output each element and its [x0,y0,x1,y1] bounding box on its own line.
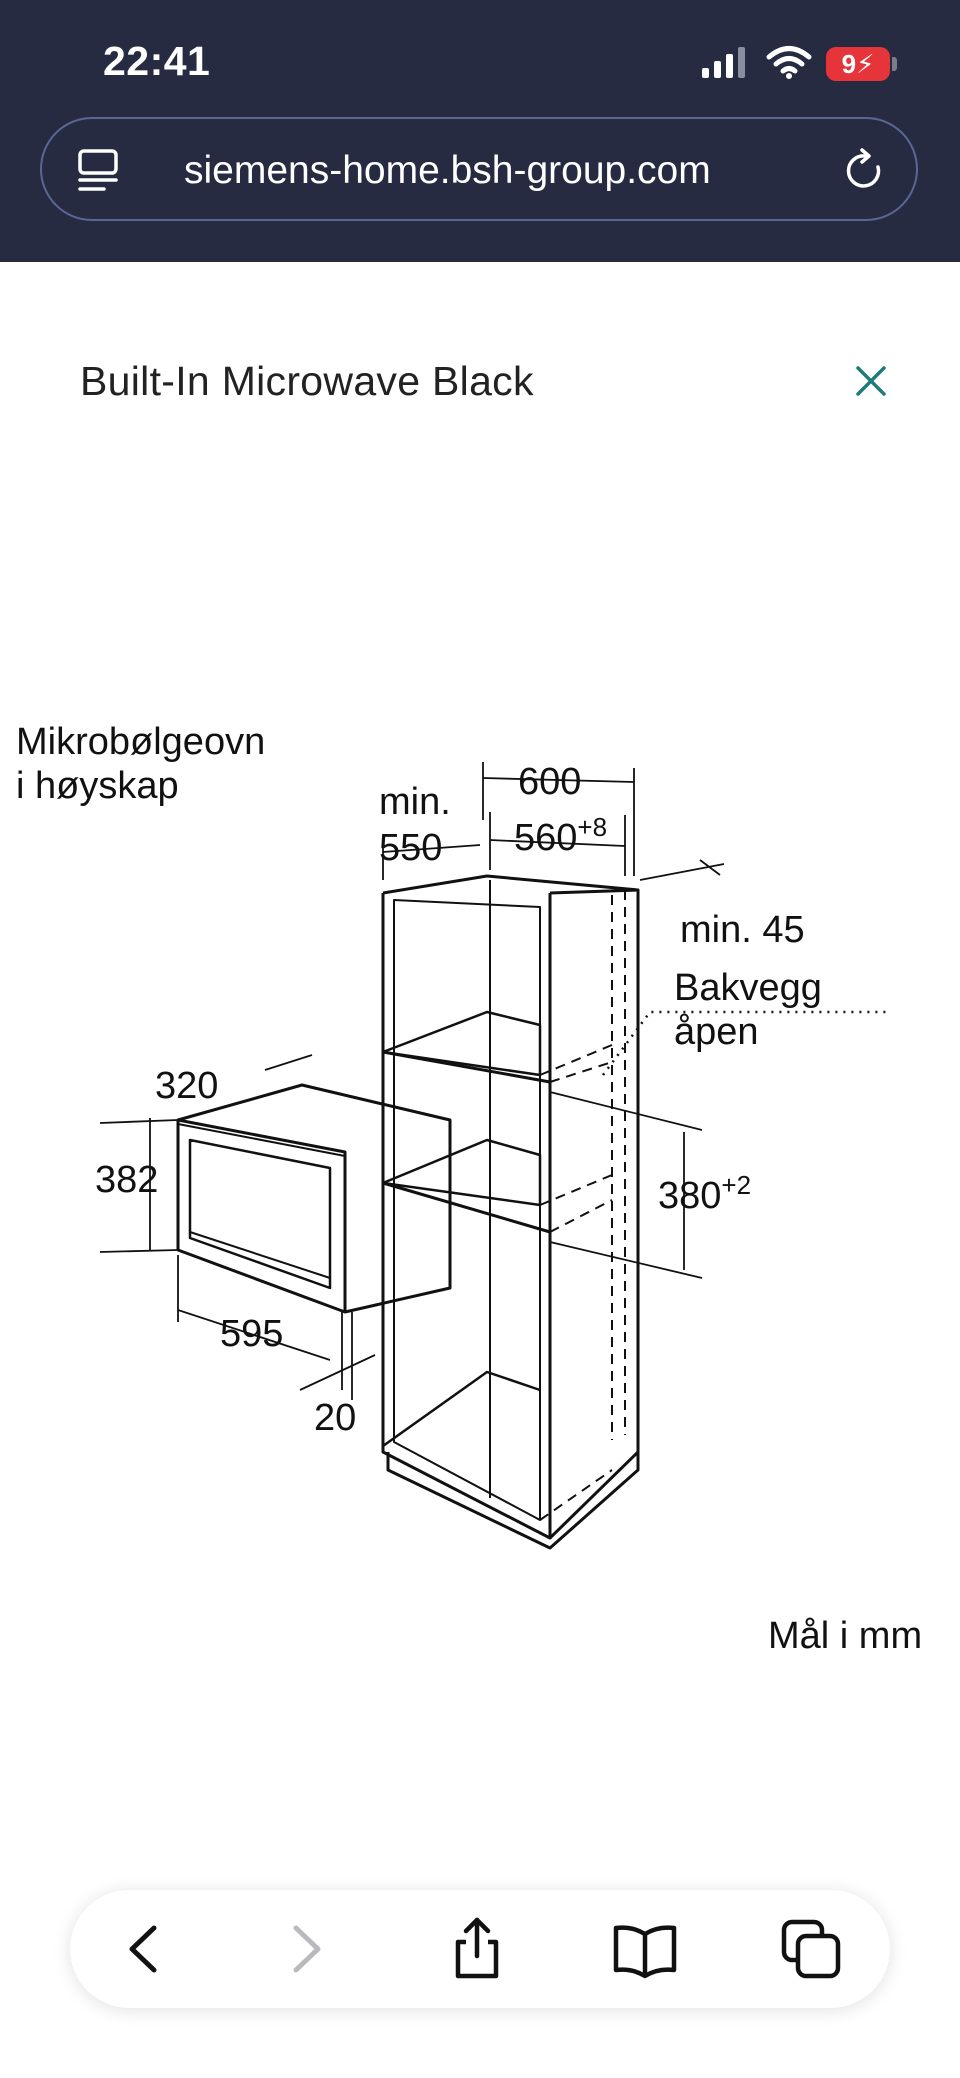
label-595: 595 [220,1313,283,1355]
chevron-left-icon[interactable] [110,1914,180,1984]
label-min: min. [379,781,451,823]
diagram-title-line2: i høyskap [16,765,179,807]
page-title: Built-In Microwave Black [80,358,534,404]
book-icon[interactable] [610,1914,680,1984]
label-20: 20 [314,1397,356,1439]
tabs-overview-icon[interactable] [776,1914,846,1984]
status-time: 22:41 [103,38,211,84]
url-text[interactable]: siemens-home.bsh-group.com [184,149,711,192]
battery-tip [892,57,897,71]
label-560: 560+8 [514,812,607,859]
label-380-sup: +2 [721,1170,751,1200]
battery-indicator: 9⚡ [826,47,890,81]
close-icon[interactable] [853,363,889,399]
label-560-sup: +8 [577,812,607,842]
label-382: 382 [95,1159,158,1201]
label-min45: min. 45 [680,909,805,951]
label-units: Mål i mm [768,1615,922,1657]
browser-toolbar [70,1890,890,2008]
cellular-signal-icon [702,47,745,78]
wifi-icon [766,46,812,79]
label-320: 320 [155,1065,218,1107]
tabs-icon[interactable] [76,147,122,195]
address-bar[interactable]: siemens-home.bsh-group.com [40,117,918,221]
label-560-value: 560 [514,817,577,859]
label-bakvegg: Bakvegg [674,967,822,1009]
label-apen: åpen [674,1011,759,1053]
browser-header: 22:41 9⚡ siemens-home.bsh-group.com [0,0,960,262]
diagram-title-line1: Mikrobølgeovn [16,721,265,763]
reload-icon[interactable] [842,147,888,195]
label-380: 380+2 [658,1170,751,1217]
battery-level: 9 [841,49,857,79]
label-550: 550 [379,827,442,869]
share-icon[interactable] [442,1914,512,1984]
chevron-right-icon[interactable] [270,1914,340,1984]
installation-diagram: Mikrobølgeovn i høyskap min. 550 600 560… [16,721,922,1657]
label-600: 600 [518,761,581,803]
label-380-value: 380 [658,1175,721,1217]
